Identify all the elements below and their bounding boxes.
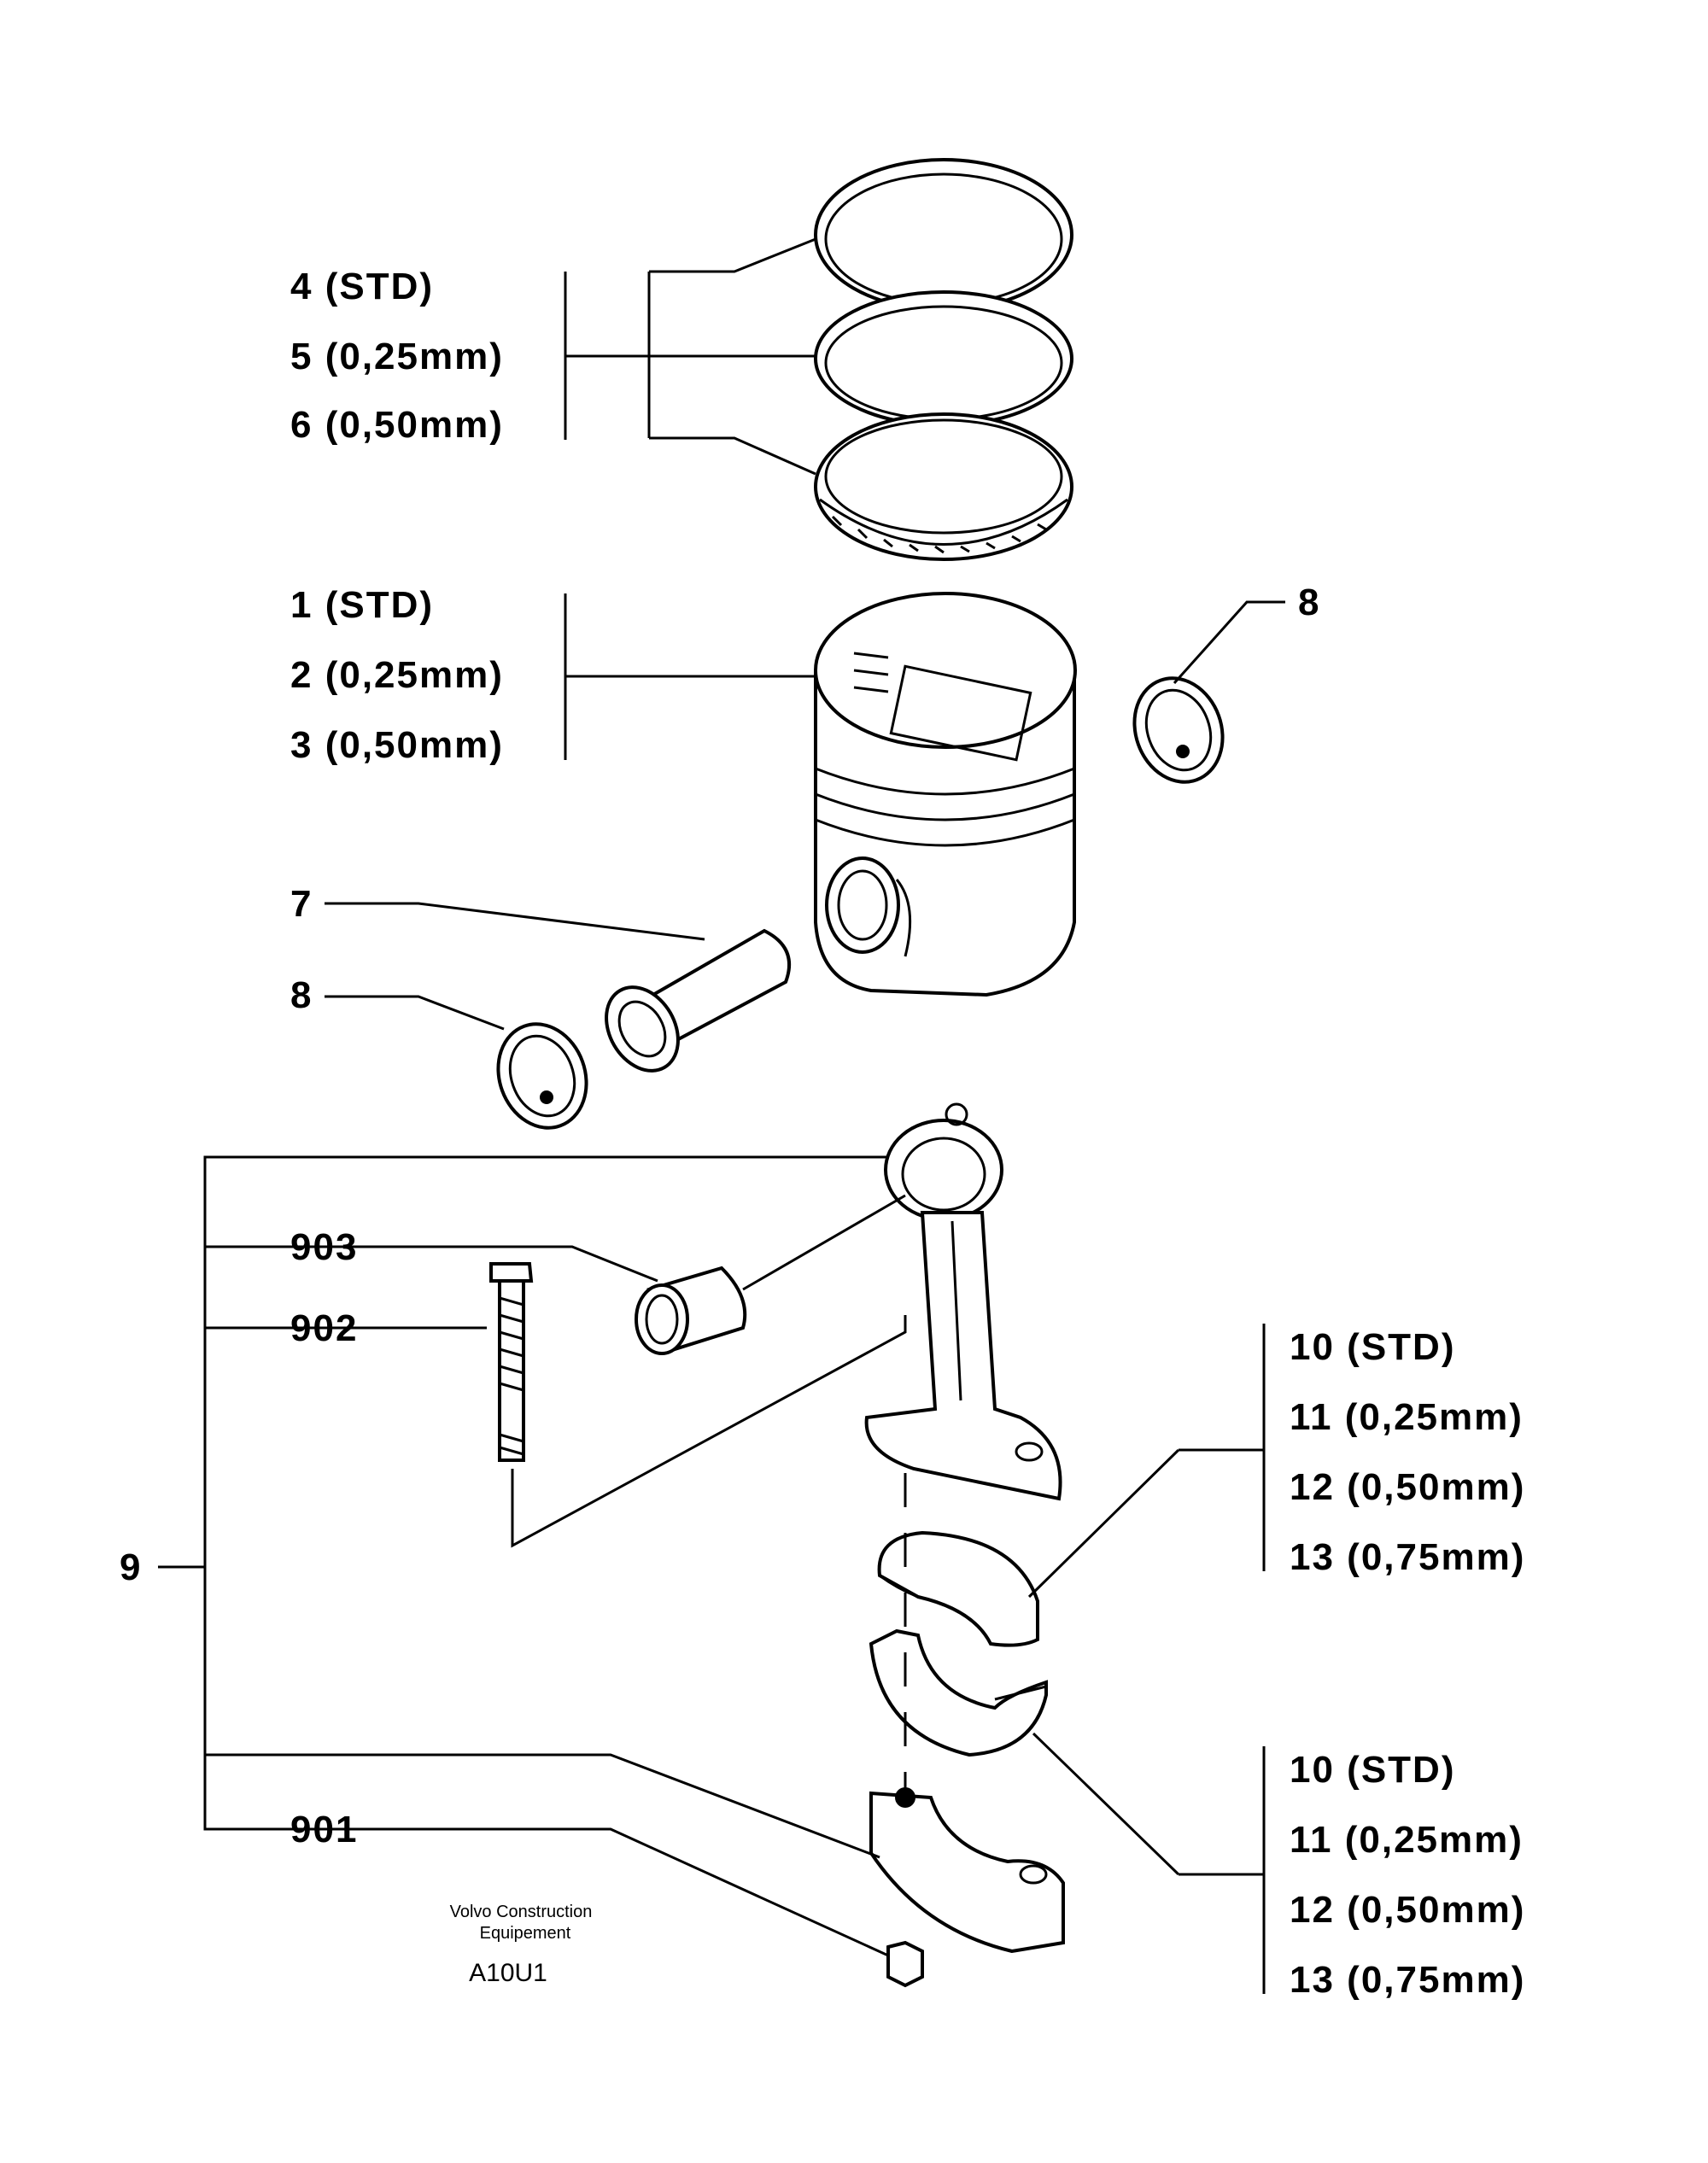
label-bolt: 902	[290, 1307, 358, 1349]
label-pin: 7	[290, 883, 313, 925]
label-upper-bearing-050: 12 (0,50mm)	[1290, 1466, 1525, 1508]
label-ring-std: 4 (STD)	[290, 266, 434, 307]
label-piston-025: 2 (0,25mm)	[290, 654, 504, 696]
circlip-left	[325, 995, 588, 1130]
label-lower-bearing-025: 11 (0,25mm)	[1290, 1819, 1524, 1861]
label-ring-050: 6 (0,50mm)	[290, 404, 504, 446]
label-piston-050: 3 (0,50mm)	[290, 724, 504, 766]
small-end-bushing	[376, 1194, 906, 1355]
rod-nut	[376, 1827, 924, 1988]
footer-brand-line2: Equipement	[480, 1924, 571, 1943]
big-end-cap	[205, 1753, 1065, 1954]
label-circlip-left: 8	[290, 974, 313, 1016]
label-upper-bearing-025: 11 (0,25mm)	[1290, 1396, 1524, 1438]
alignment-lines	[511, 1469, 907, 1793]
circlip-right	[1132, 600, 1285, 784]
ring-leader-lines	[564, 237, 816, 476]
rod-assembly-bracket	[158, 1155, 888, 1831]
bearing-leader-brackets	[1179, 1324, 1266, 1994]
piston-leader-lines	[564, 593, 816, 760]
piston-rings	[814, 158, 1073, 561]
label-nut: 901	[290, 1809, 358, 1850]
rod-bolt	[376, 1262, 907, 1548]
lower-bearing-shell	[869, 1628, 1180, 1876]
label-upper-bearing-std: 10 (STD)	[1290, 1326, 1455, 1368]
footer-brand-line1: Volvo Construction	[450, 1903, 593, 1921]
piston-pin	[325, 902, 791, 1073]
label-circlip-right: 8	[1298, 582, 1320, 623]
label-rod-assembly: 9	[120, 1546, 142, 1588]
label-ring-025: 5 (0,25mm)	[290, 336, 504, 377]
piston	[814, 592, 1077, 997]
label-piston-std: 1 (STD)	[290, 584, 434, 626]
label-lower-bearing-075: 13 (0,75mm)	[1290, 1959, 1525, 2001]
label-upper-bearing-075: 13 (0,75mm)	[1290, 1536, 1525, 1578]
label-bushing: 903	[290, 1226, 358, 1268]
connecting-rod	[864, 1102, 1062, 1501]
label-lower-bearing-050: 12 (0,50mm)	[1290, 1889, 1525, 1931]
footer-code: A10U1	[469, 1959, 547, 1987]
label-lower-bearing-std: 10 (STD)	[1290, 1749, 1455, 1791]
